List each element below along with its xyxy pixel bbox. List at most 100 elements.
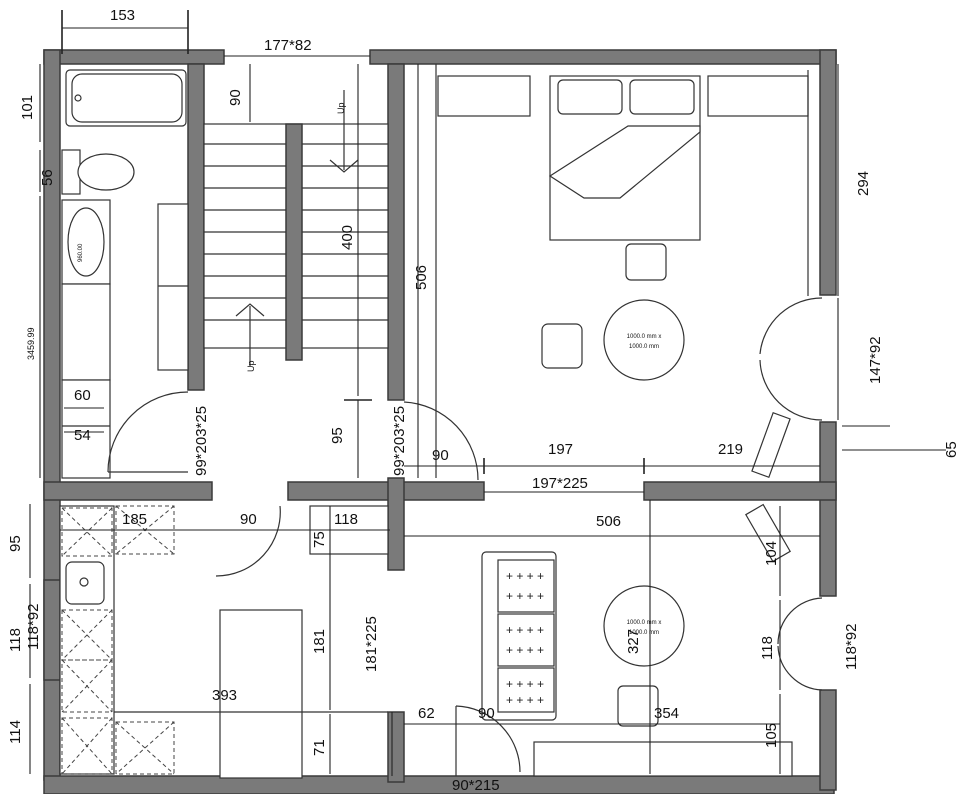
wall-divider-upper	[387, 477, 405, 571]
dim-114: 114	[7, 720, 24, 744]
cabinet-1	[61, 283, 111, 381]
dim-118-hall: 118	[334, 511, 358, 528]
dim-185: 185	[122, 511, 147, 528]
dim-118-right: 118	[759, 636, 776, 660]
dim-3459: 3459.99	[26, 327, 36, 360]
dim-95-left: 95	[7, 535, 24, 552]
arrow-down-icon	[329, 159, 359, 173]
dim-90-door: 90	[432, 447, 449, 464]
bedroom-ladder	[751, 412, 791, 478]
bedroom-chair	[541, 323, 583, 369]
svg-text:+ + + +: + + + +	[506, 677, 544, 691]
bedroom-wardrobe-1	[437, 75, 531, 117]
bath-shelf	[157, 203, 189, 371]
dim-95-stair: 95	[329, 427, 346, 444]
bedroom-wardrobe-2	[707, 75, 809, 117]
dim-118-92-left: 118*92	[25, 604, 42, 650]
kitchen-sink	[65, 561, 105, 605]
bed-blanket	[548, 125, 701, 199]
walls	[43, 49, 837, 794]
cabinet-2	[61, 379, 111, 479]
kitchen-counter	[59, 505, 115, 775]
dim-65: 65	[943, 441, 960, 458]
dim-door-a: 99*203*25	[193, 406, 210, 476]
living-table-label-1: 1000.0 mm x	[627, 620, 662, 626]
bedroom-table-label-1: 1000.0 mm x	[627, 334, 662, 340]
svg-text:+ + + +: + + + +	[506, 569, 544, 583]
dim-104: 104	[763, 541, 780, 566]
kitchen	[59, 505, 389, 779]
dim-219: 219	[718, 441, 743, 458]
dim-294: 294	[855, 171, 872, 196]
dim-basin-960: 960.00	[78, 243, 84, 262]
dim-197-225: 197*225	[532, 475, 588, 492]
living-door-upper	[777, 597, 823, 645]
kitchen-island	[219, 609, 303, 779]
wall-top-left	[43, 49, 225, 65]
wall-right-1	[819, 49, 837, 296]
toilet-bowl	[77, 153, 135, 191]
dim-118-92-right: 118*92	[843, 624, 860, 670]
sofa-cushion-2	[497, 613, 555, 667]
wall-mid-2	[287, 481, 485, 501]
dim-90-215: 90*215	[452, 777, 500, 794]
arrow-up-icon	[235, 303, 265, 317]
bath-door-swing	[107, 391, 189, 473]
dim-door-b: 99*203*25	[391, 406, 408, 476]
wall-right-2	[819, 421, 837, 597]
toilet-tank	[61, 149, 81, 195]
dim-354: 354	[654, 705, 679, 722]
stair-central-wall	[285, 123, 303, 361]
dim-101: 101	[19, 95, 36, 120]
bathtub-inner	[71, 73, 183, 123]
dim-197: 197	[548, 441, 573, 458]
bedroom-table-label-2: 1000.0 mm	[629, 344, 659, 350]
dim-90-bottom: 90	[478, 705, 495, 722]
living-round-table	[603, 585, 685, 667]
svg-text:+ + + +: + + + +	[506, 693, 544, 707]
dim-147-92: 147*92	[867, 336, 884, 384]
dim-506-vert: 506	[413, 265, 430, 290]
wall-stair-right	[387, 63, 405, 401]
living-door-lower	[777, 645, 823, 691]
bedroom-door-upper	[759, 297, 823, 355]
wall-mid-1	[43, 481, 213, 501]
wall-mid-3	[643, 481, 837, 501]
stair-up-label-top: Up	[336, 102, 346, 114]
dimension-labels: 153 177*82 90 101 56 3459.99 960.00 400 …	[7, 7, 960, 794]
dim-54: 54	[74, 427, 91, 444]
wall-right-3	[819, 689, 837, 791]
stair-treads	[204, 143, 388, 321]
dim-506-horiz: 506	[596, 513, 621, 530]
living-room: + + + ++ + + + + + + ++ + + + + + + ++ +…	[455, 503, 823, 777]
dim-327: 327	[625, 629, 642, 654]
dim-105: 105	[763, 723, 780, 748]
dim-56: 56	[39, 169, 56, 186]
bedroom: 1000.0 mm x 1000.0 mm	[435, 64, 823, 478]
dim-90-hall: 90	[240, 511, 257, 528]
svg-text:+ + + +: + + + +	[506, 623, 544, 637]
dim-400: 400	[339, 225, 356, 250]
staircase: Up Up	[203, 90, 479, 481]
living-chair	[617, 685, 659, 727]
dim-177-82: 177*82	[264, 37, 312, 54]
wall-bottom	[43, 775, 835, 794]
tv-unit	[533, 741, 793, 777]
hall-door-swing	[215, 505, 281, 577]
stair-up-label-bottom: Up	[246, 360, 256, 372]
entry-door-swing	[455, 705, 521, 773]
living-ladder	[745, 503, 791, 563]
dim-153: 153	[110, 7, 135, 24]
dim-62: 62	[418, 705, 435, 722]
dim-393: 393	[212, 687, 237, 704]
bathroom	[61, 69, 189, 479]
sink-basin	[67, 207, 105, 277]
dim-71: 71	[311, 739, 328, 756]
pillow-left	[557, 79, 623, 115]
bedroom-door-lower	[759, 359, 823, 421]
dim-118-left: 118	[7, 628, 24, 652]
bathtub-drain-icon	[74, 94, 82, 102]
dim-90-stair: 90	[227, 89, 244, 106]
living-table-label-2: 1000.0 mm	[629, 630, 659, 636]
